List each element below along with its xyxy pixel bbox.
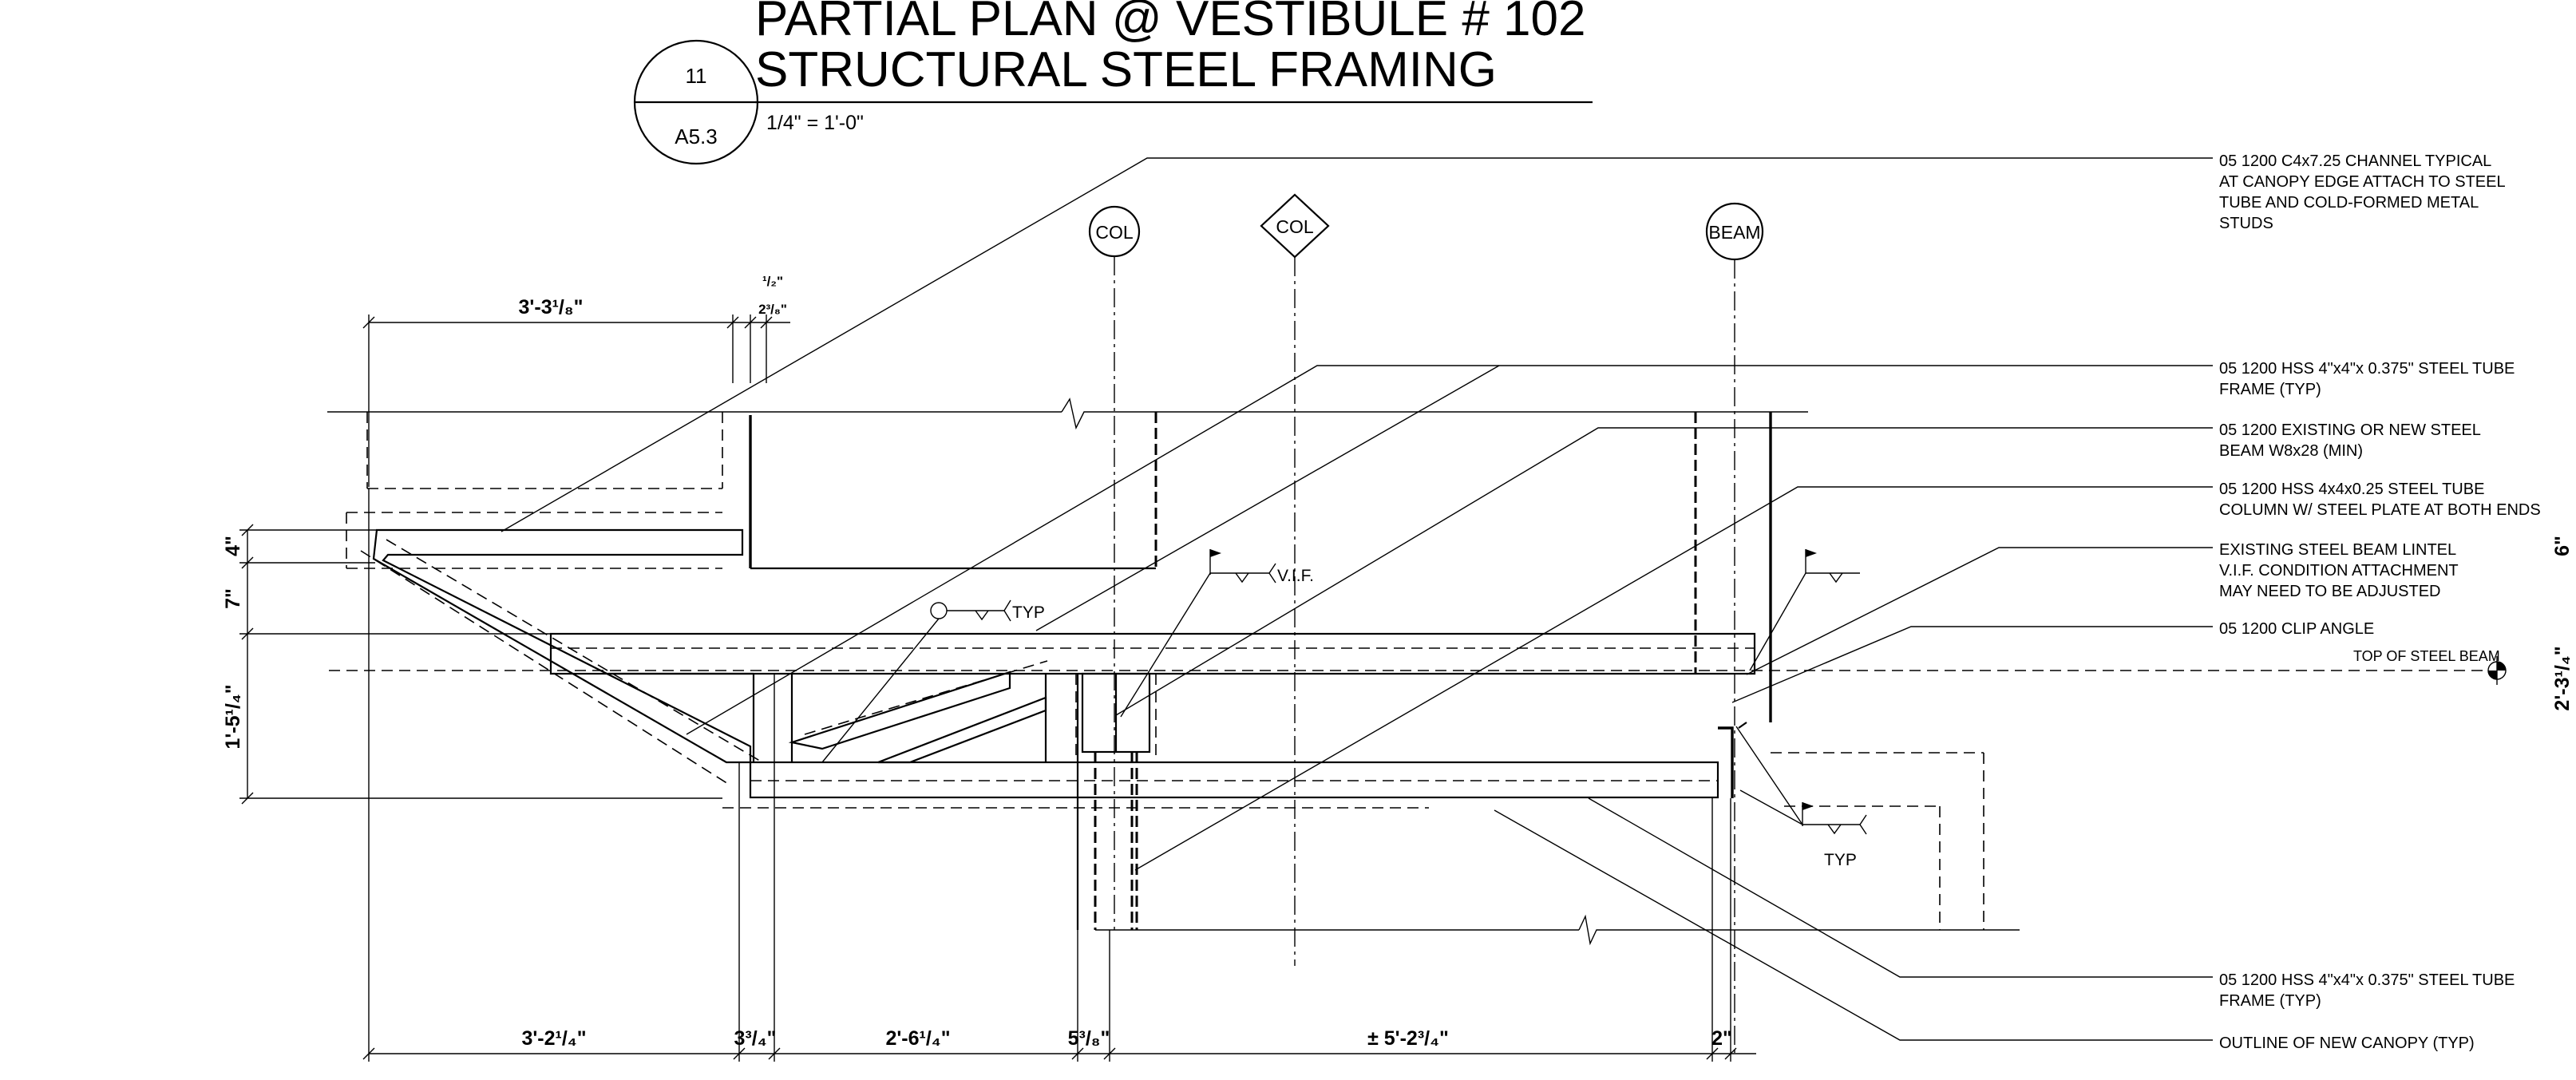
dim-right-1: 6" — [2551, 536, 2574, 556]
title-line-2: STRUCTURAL STEEL FRAMING — [755, 42, 1497, 97]
dim-bottom-3: 2'-6¹/₄" — [885, 1027, 950, 1050]
sheet-number: A5.3 — [675, 125, 718, 148]
dim-right-2: 2'-3¹/₄" — [2551, 646, 2574, 710]
col-diamond-label: COL — [1276, 216, 1314, 237]
dim-left-2: 7" — [222, 588, 244, 609]
title-line-1: PARTIAL PLAN @ VESTIBULE # 102 — [755, 0, 1585, 46]
dim-top-half: ¹/₂" — [762, 274, 783, 289]
note-2: 05 1200 HSS 4"x4"x 0.375" STEEL TUBE FRA… — [2219, 360, 2519, 398]
general-notes: 05 1200 C4x7.25 CHANNEL TYPICAL AT CANOP… — [2219, 152, 2541, 1052]
canopy-framing — [329, 512, 2483, 930]
weld-typ-lower: TYP — [1824, 851, 1857, 869]
dim-bottom-6: 2" — [1711, 1027, 1732, 1050]
existing-construction — [327, 398, 2020, 946]
top-of-steel-beam-label: TOP OF STEEL BEAM — [2353, 648, 2500, 664]
title-block: 11 A5.3 PARTIAL PLAN @ VESTIBULE # 102 S… — [633, 0, 1593, 165]
grid-lines: COL COL BEAM — [1088, 193, 1764, 1054]
note-1: 05 1200 C4x7.25 CHANNEL TYPICAL AT CANOP… — [2219, 152, 2509, 232]
col-grid-label: COL — [1095, 222, 1134, 243]
weld-vif: V.I.F. — [1277, 567, 1314, 585]
detail-number: 11 — [686, 64, 707, 88]
note-8: OUTLINE OF NEW CANOPY (TYP) — [2219, 1035, 2475, 1052]
dim-bottom-4: 5³/₈" — [1068, 1027, 1110, 1050]
dim-left-1: 4" — [222, 536, 244, 556]
dim-bottom-5: ± 5'-2³/₄" — [1367, 1027, 1449, 1050]
note-4: 05 1200 HSS 4x4x0.25 STEEL TUBE COLUMN W… — [2219, 481, 2541, 519]
dim-left-3: 1'-5¹/₄" — [222, 684, 244, 749]
dimension-lines: 3'-3¹/₈" ¹/₂" 2³/₈" 4" 7" 1'-5¹/₄" 3'-2¹… — [222, 274, 2574, 1062]
weld-typ-upper: TYP — [1012, 603, 1045, 622]
dim-bottom-1: 3'-2¹/₄" — [521, 1027, 586, 1050]
dim-top-small: 2³/₈" — [758, 302, 787, 317]
dim-top-main: 3'-3¹/₈" — [519, 296, 584, 318]
weld-symbols: TYP V.I.F. TYP — [821, 549, 1867, 869]
elevation-marker-icon — [2487, 656, 2507, 685]
dim-bottom-2: 3³/₄" — [734, 1027, 777, 1050]
drawing-scale: 1/4" = 1'-0" — [766, 112, 864, 134]
leader-lines — [501, 157, 2213, 1041]
note-3: 05 1200 EXISTING OR NEW STEEL BEAM W8x28… — [2219, 421, 2485, 460]
note-7: 05 1200 HSS 4"x4"x 0.375" STEEL TUBE FRA… — [2219, 971, 2519, 1010]
note-5: EXISTING STEEL BEAM LINTEL V.I.F. CONDIT… — [2219, 541, 2463, 600]
beam-grid-label: BEAM — [1708, 222, 1760, 243]
note-6: 05 1200 CLIP ANGLE — [2219, 620, 2374, 638]
